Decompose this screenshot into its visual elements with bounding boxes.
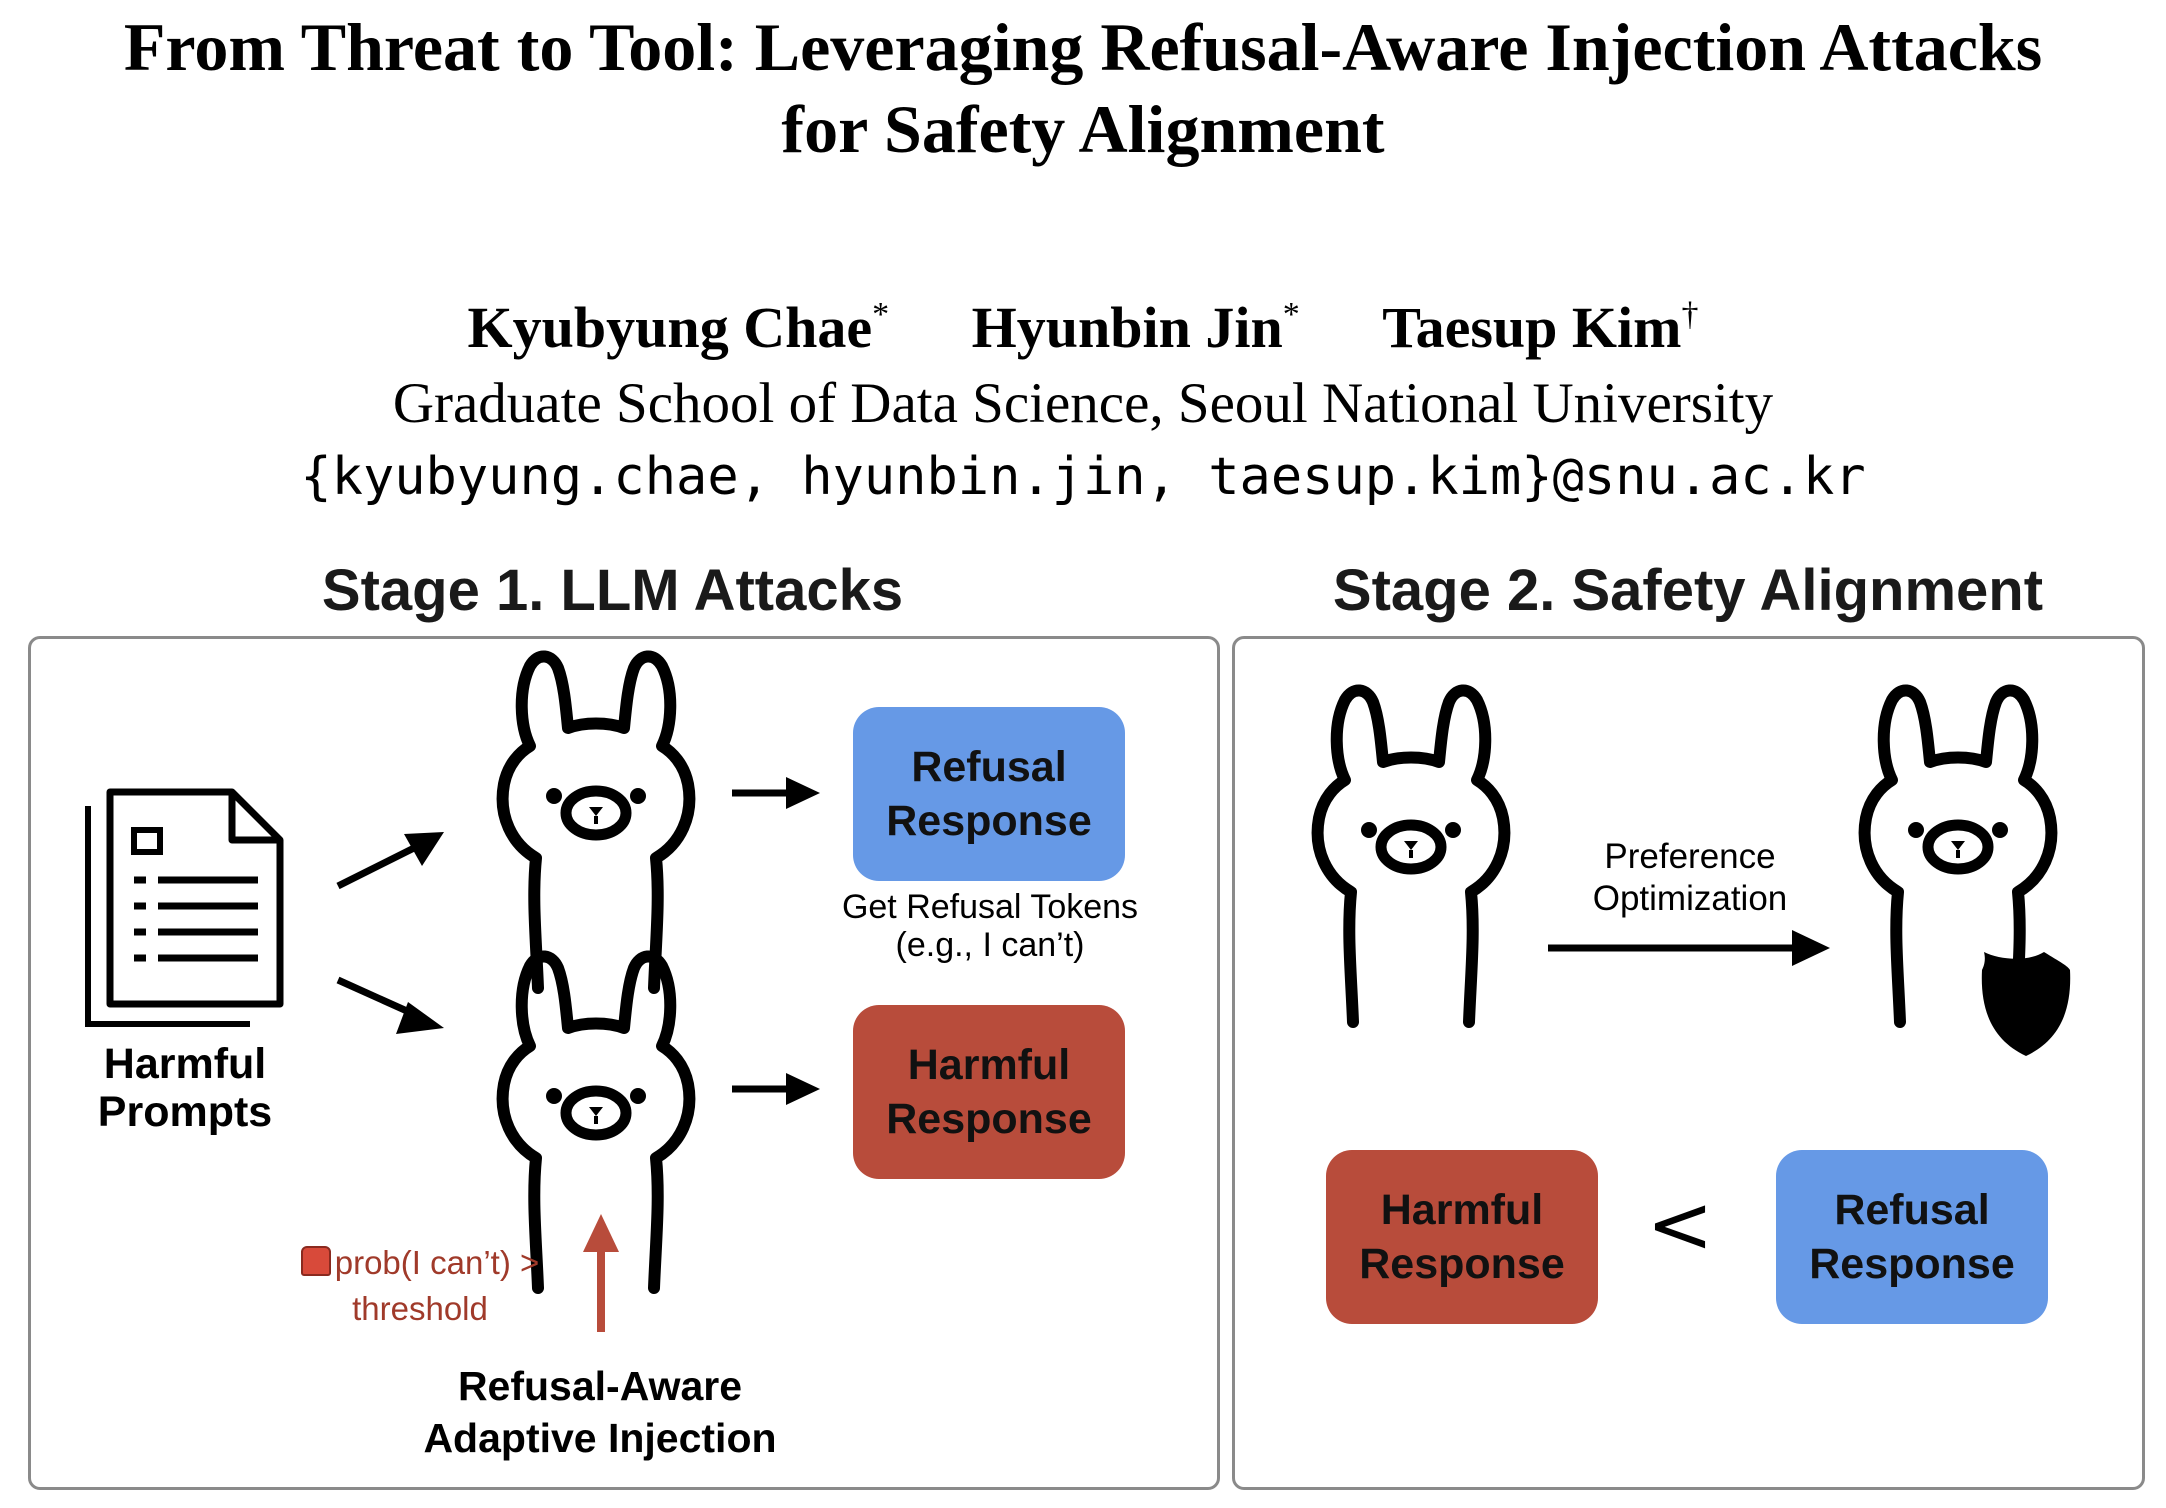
author-list: Kyubyung Chae* Hyunbin Jin* Taesup Kim† [0, 290, 2166, 366]
shield-icon [1981, 952, 2071, 1056]
label-line: Preference [1604, 837, 1776, 876]
label-line: Adaptive Injection [423, 1415, 777, 1461]
label-line: prob(I can’t) > [270, 1240, 570, 1286]
stage-1-title: Stage 1. LLM Attacks [321, 558, 904, 623]
label-line: Refusal-Aware [457, 1363, 743, 1409]
llama-icon [1318, 690, 1505, 1022]
author-name: Kyubyung Chae [467, 295, 873, 360]
label-line: threshold [352, 1290, 488, 1327]
preference-optimization-label: Preference Optimization [1540, 836, 1840, 920]
stage-2-panel [1232, 636, 2145, 1490]
injection-arrow-icon [583, 1214, 619, 1332]
paper-title: From Threat to Tool: Leveraging Refusal-… [0, 6, 2166, 170]
arrow-icon [732, 1073, 820, 1105]
affiliation: Graduate School of Data Science, Seoul N… [392, 372, 1774, 435]
box-line: Harmful [1380, 1186, 1544, 1234]
label-line: Prompts [97, 1088, 273, 1136]
box-line: Response [1809, 1240, 2015, 1288]
injection-method-label: Refusal-Aware Adaptive Injection [360, 1360, 840, 1464]
label-line: Harmful [103, 1040, 267, 1088]
harmful-response-box: Harmful Response [1326, 1150, 1598, 1324]
arrow-icon [1548, 930, 1830, 966]
author-name: Taesup Kim [1382, 295, 1682, 360]
refusal-response-box: Refusal Response [853, 707, 1125, 881]
arrow-icon [336, 832, 444, 890]
less-than-symbol: < [1646, 1178, 1714, 1271]
box-line: Refusal [1834, 1186, 1990, 1234]
title-line-1: From Threat to Tool: Leveraging Refusal-… [123, 9, 2043, 85]
author-2: Hyunbin Jin* [972, 295, 1300, 360]
label-line: Optimization [1592, 879, 1788, 918]
box-line: Harmful [907, 1041, 1071, 1089]
harmful-response-box: Harmful Response [853, 1005, 1125, 1179]
box-line: Response [886, 797, 1092, 845]
author-name: Hyunbin Jin [971, 295, 1283, 360]
harmful-prompts-label: Harmful Prompts [60, 1040, 310, 1136]
arrow-icon [732, 777, 820, 809]
siren-icon [300, 1246, 331, 1276]
stage-2-title: Stage 2. Safety Alignment [1332, 558, 2044, 623]
box-line: Response [1359, 1240, 1565, 1288]
threshold-condition-label: prob(I can’t) > threshold [270, 1240, 570, 1332]
author-mark: * [1282, 296, 1300, 333]
author-emails: {kyubyung.chae, hyunbin.jin, taesup.kim}… [300, 447, 1866, 507]
author-mark: * [872, 296, 890, 333]
arrow-icon [336, 976, 444, 1034]
box-line: Refusal [911, 743, 1067, 791]
author-1: Kyubyung Chae* [468, 295, 890, 360]
refusal-tokens-label: Get Refusal Tokens (e.g., I can’t) [790, 888, 1190, 964]
label-text: prob(I can’t) > [334, 1244, 540, 1281]
author-mark: † [1681, 296, 1699, 333]
label-line: Get Refusal Tokens [841, 888, 1139, 926]
document-icon [85, 788, 284, 1027]
title-line-2: for Safety Alignment [781, 91, 1385, 167]
label-line: (e.g., I can’t) [895, 926, 1085, 964]
author-3: Taesup Kim† [1382, 295, 1698, 360]
llama-icon [503, 656, 690, 988]
refusal-response-box: Refusal Response [1776, 1150, 2048, 1324]
box-line: Response [886, 1095, 1092, 1143]
